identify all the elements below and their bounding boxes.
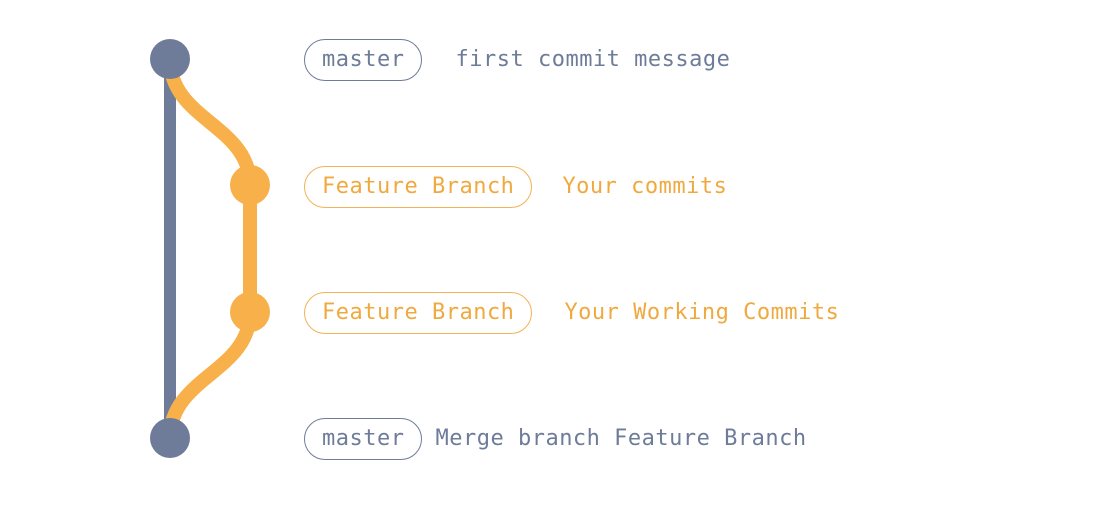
branch-tag-feature-branch[interactable]: Feature Branch <box>304 166 533 208</box>
branch-tag-master[interactable]: master <box>304 418 423 460</box>
feature-branch-line <box>163 52 257 445</box>
branch-tag-master[interactable]: master <box>304 39 423 81</box>
commit-message: first commit message <box>455 47 731 72</box>
commit-row: master first commit message <box>304 37 730 83</box>
commit-message: Your commits <box>562 174 728 199</box>
commit-node-feature-your-commits[interactable] <box>230 165 270 205</box>
commit-row: master Merge branch Feature Branch <box>304 416 807 462</box>
branch-tag-feature-branch[interactable]: Feature Branch <box>304 292 533 334</box>
commit-node-feature-working-commits[interactable] <box>230 292 270 332</box>
commit-row: Feature Branch Your commits <box>304 164 727 210</box>
commit-message: Merge branch Feature Branch <box>435 426 807 451</box>
commit-node-master-first[interactable] <box>150 39 190 79</box>
commit-message: Your Working Commits <box>564 300 840 325</box>
commit-row: Feature Branch Your Working Commits <box>304 290 839 336</box>
commit-node-master-merge[interactable] <box>150 418 190 458</box>
